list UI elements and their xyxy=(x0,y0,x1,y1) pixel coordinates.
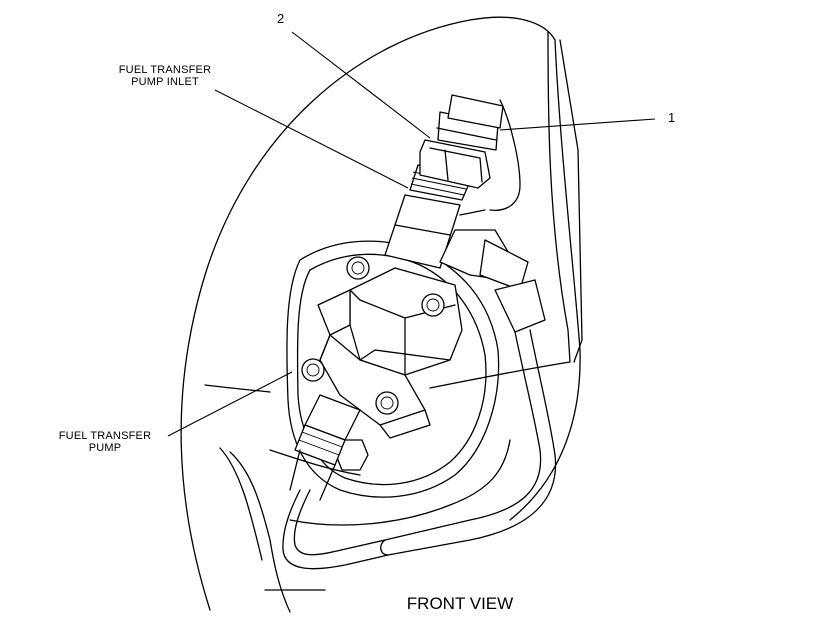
view-caption: FRONT VIEW xyxy=(406,594,514,613)
pump-label-line2: PUMP xyxy=(88,442,122,454)
inlet-label: FUEL TRANSFER PUMP INLET xyxy=(95,64,235,88)
leader-lines xyxy=(167,31,656,437)
mounting-bolts xyxy=(301,256,445,471)
engine-housing xyxy=(180,16,583,613)
pump-label: FUEL TRANSFER PUMP xyxy=(35,430,175,454)
inlet-label-line2: PUMP INLET xyxy=(131,76,199,88)
leader-pump xyxy=(167,371,293,437)
lower-fitting xyxy=(289,394,361,501)
leader-inlet xyxy=(214,89,409,189)
callout-1: 1 xyxy=(668,110,676,125)
outlet-tube xyxy=(282,229,557,570)
pump-label-line1: FUEL TRANSFER xyxy=(58,430,152,442)
inlet-fitting xyxy=(384,94,504,269)
callout-2: 2 xyxy=(277,11,285,26)
leader-1 xyxy=(499,118,656,131)
leader-2 xyxy=(291,31,431,139)
inlet-label-line1: FUEL TRANSFER xyxy=(118,64,212,76)
